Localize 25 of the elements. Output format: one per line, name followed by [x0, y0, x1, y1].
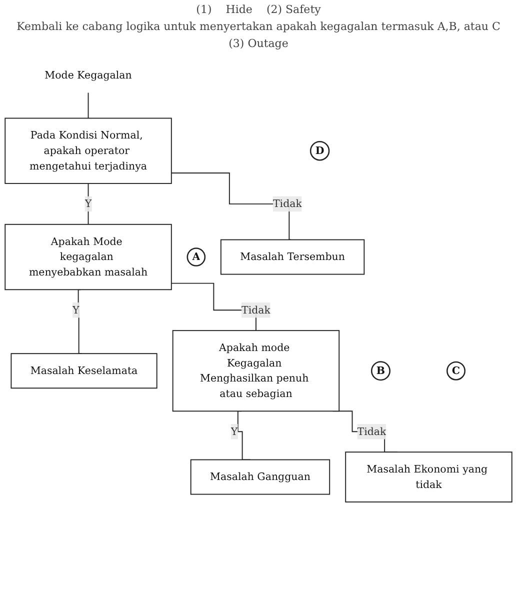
node-circle: C: [446, 361, 466, 380]
connector: [88, 92, 89, 119]
note-label: Hide: [226, 3, 252, 16]
edge-label: Tidak: [241, 304, 270, 316]
edge-label: Y: [84, 198, 92, 210]
edge-label: Tidak: [357, 425, 386, 438]
node-box: Masalah Gangguan: [190, 459, 330, 495]
note-label: (3) Outage: [228, 37, 288, 50]
edge-label: Y: [72, 304, 80, 316]
node-box: Apakah Mode kegagalan menyebabkan masalah: [4, 224, 172, 290]
note-label: (1): [196, 3, 212, 16]
node-circle: D: [310, 140, 330, 161]
node-box: Masalah Tersembun: [220, 239, 365, 275]
node-text: Mode Kegagalan: [44, 68, 132, 82]
node-box: Pada Kondisi Normal, apakah operator mengetahui terjadinya: [4, 118, 172, 184]
node-box: Masalah Ekonomi yang tidak: [345, 452, 512, 502]
node-circle: B: [370, 361, 390, 381]
connector: [78, 289, 82, 354]
node-box: Masalah Keselamata: [10, 353, 158, 389]
node-circle: A: [186, 248, 206, 266]
edge-label: Y: [230, 425, 238, 438]
node-box: Apakah mode Kegagalan Menghasilkan penuh atau sebagian: [172, 330, 340, 412]
note-label: (2) Safety: [266, 3, 321, 16]
note-label: Kembali ke cabang logika untuk menyertakan apakah kegagalan termasuk A,B, atau C: [16, 20, 500, 33]
edge-label: Tidak: [272, 198, 302, 210]
